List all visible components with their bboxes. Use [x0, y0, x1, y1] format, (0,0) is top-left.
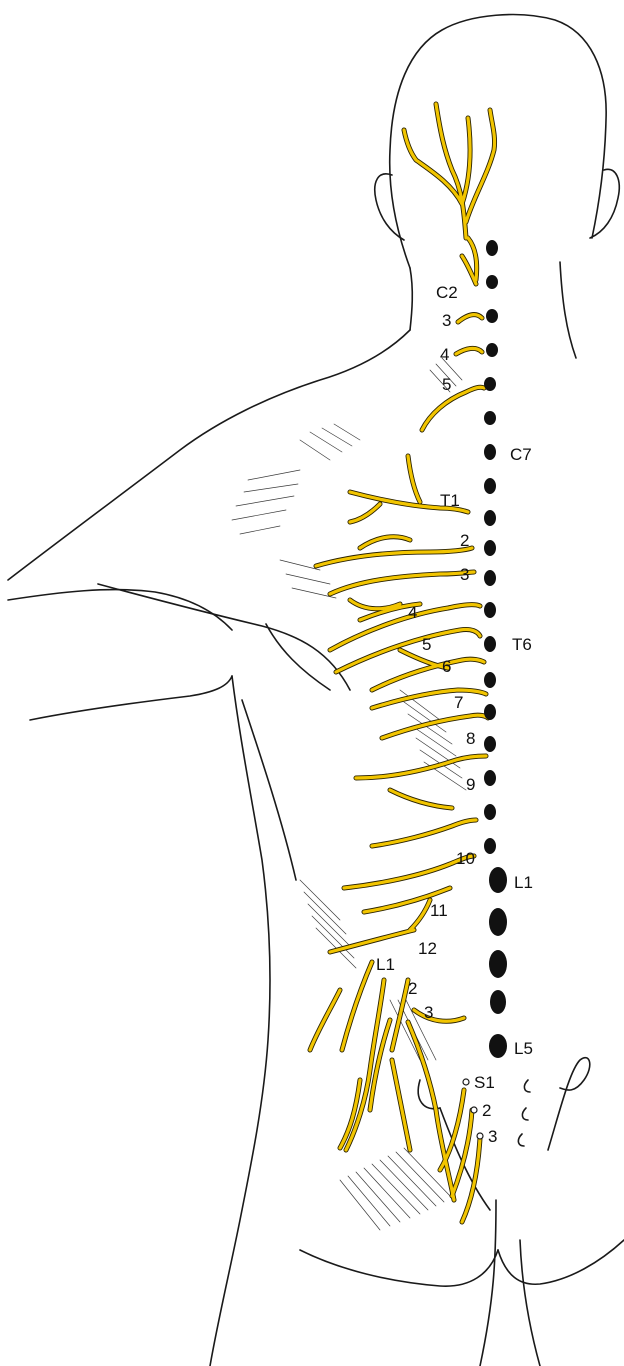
vertebra-c4 [486, 309, 498, 323]
label-t6-num: 6 [442, 657, 451, 676]
vertebra-l1 [489, 867, 507, 893]
label-s2: 2 [482, 1101, 491, 1120]
vertebra-t7 [484, 672, 496, 688]
label-c3: 3 [442, 311, 451, 330]
vertebra-c5 [486, 343, 498, 357]
label-t3: 3 [460, 565, 469, 584]
foramen-s1 [463, 1079, 469, 1085]
vertebra-t12 [484, 838, 496, 854]
label-t1: T1 [440, 491, 460, 510]
label-l2: 2 [408, 979, 417, 998]
cutaneous-nerves [310, 104, 495, 1222]
label-c5: 5 [442, 375, 451, 394]
vertebra-c7 [484, 444, 496, 460]
vertebra-c6 [484, 377, 496, 391]
label-t2: 2 [460, 531, 469, 550]
label-s3: 3 [488, 1127, 497, 1146]
label-l5: L5 [514, 1039, 533, 1058]
vertebra-t10 [484, 770, 496, 786]
label-t8: 8 [466, 729, 475, 748]
foramen-s2 [471, 1107, 477, 1113]
label-t12: 12 [418, 939, 437, 958]
label-l1: L1 [514, 873, 533, 892]
vertebra-t6 [484, 636, 496, 652]
label-c4: 4 [440, 345, 449, 364]
vertebra-t9 [484, 736, 496, 752]
vertebra-c2 [486, 240, 498, 256]
foramen-s3 [477, 1133, 483, 1139]
l3-nerve-fill [414, 1010, 464, 1021]
label-t9: 9 [466, 775, 475, 794]
vertebra-t5 [484, 602, 496, 618]
label-l1-left: L1 [376, 955, 395, 974]
label-c2: C2 [436, 283, 458, 302]
vertebra-t4 [484, 570, 496, 586]
vertebra-l4 [490, 990, 506, 1014]
l-lateral-branch-fill [408, 1022, 454, 1200]
label-c7: C7 [510, 445, 532, 464]
vertebra-t8 [484, 704, 496, 720]
label-t5: 5 [422, 635, 431, 654]
vertebra-t2 [484, 510, 496, 526]
vertebra-t11 [484, 804, 496, 820]
vertebra-t1 [484, 478, 496, 494]
vertebra-c6b [484, 411, 496, 425]
c5-nerve-fill [422, 387, 484, 430]
greater-occipital-nerve-fill [404, 104, 495, 238]
vertebra-c3 [486, 275, 498, 289]
greater-occipital-nerve [404, 104, 495, 238]
body-outline [8, 15, 624, 1366]
c5-nerve [422, 387, 484, 430]
vertebra-l3 [489, 950, 507, 978]
label-t6: T6 [512, 635, 532, 654]
muscle-hatching [232, 358, 466, 1230]
lumbar-posterior-branch-fill [340, 980, 410, 1150]
spinous-processes [484, 240, 507, 1058]
label-t10: 10 [456, 849, 475, 868]
label-t4: 4 [408, 603, 417, 622]
label-s1: S1 [474, 1073, 495, 1092]
vertebra-l2 [489, 908, 507, 936]
vertebra-l5 [489, 1034, 507, 1058]
label-t11: 11 [430, 901, 448, 920]
label-l3: 3 [424, 1003, 433, 1022]
vertebra-t3 [484, 540, 496, 556]
label-t7: 7 [454, 693, 463, 712]
